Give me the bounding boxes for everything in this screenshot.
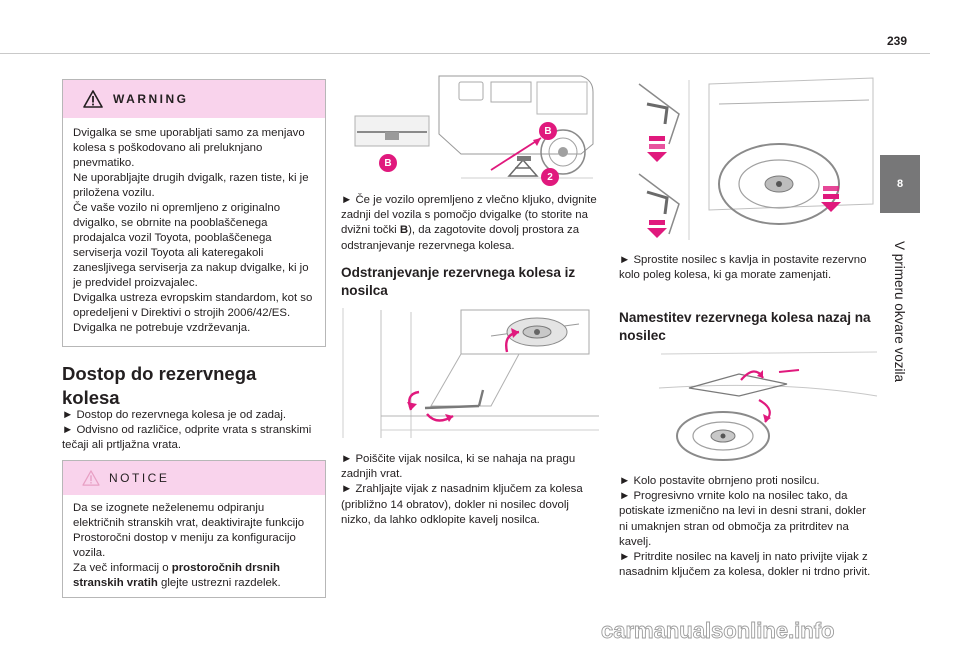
header-divider: [0, 53, 930, 54]
reinstall-steps: ► Kolo postavite obrnjeno proti nosilcu.…: [619, 474, 877, 580]
tow-hook-prefix: ► Če je vozilo opremljeno z vlečno kljuk…: [341, 194, 597, 237]
page-number: 239: [886, 34, 908, 48]
notice-line: Da se izognete neželenemu odpiranju elek…: [73, 502, 305, 559]
figure-reinstall-wheel: [659, 350, 879, 466]
unhook-instruction: ► Sprostite nosilec s kavlja in postavit…: [619, 253, 877, 283]
removal-step: ► Poiščite vijak nosilca, ki se nahaja n…: [341, 453, 576, 481]
site-watermark-text: carmanualsonline.info: [601, 618, 835, 643]
access-step: ► Dostop do rezervnega kolesa je od zada…: [62, 409, 287, 421]
warning-triangle-icon: [83, 90, 103, 108]
reinstall-heading: Namestitev rezervnega kolesa nazaj na no…: [619, 310, 871, 343]
site-watermark: carmanualsonline.info: [601, 618, 835, 644]
notice-header: NOTICE: [63, 461, 325, 495]
warning-line: Če vaše vozilo ni opremljeno z originaln…: [73, 202, 309, 289]
notice-reference: Za več informacij o prostoročnih drsnih …: [73, 561, 317, 591]
access-step: ► Odvisno od različice, odprite vrata s …: [62, 424, 312, 452]
lift-point-marker-b: B: [539, 122, 557, 140]
removal-step: ► Zrahljajte vijak z nasadnim ključem za…: [341, 483, 583, 526]
chapter-title: V primeru okvare vozila: [882, 214, 918, 408]
reinstall-step: ► Progresivno vrnite kolo na nosilec tak…: [619, 490, 866, 548]
removal-heading: Odstranjevanje rezervnega kolesa iz nosi…: [341, 265, 576, 298]
warning-label: WARNING: [113, 92, 189, 106]
reinstall-step: ► Pritrdite nosilec na kavelj in nato pr…: [619, 551, 871, 579]
notice-body: Da se izognete neželenemu odpiranju elek…: [63, 495, 325, 591]
notice-box: NOTICE Da se izognete neželenemu odpiran…: [62, 460, 326, 598]
warning-line: Dvigalka ne potrebuje vzdrževanja.: [73, 322, 251, 334]
tow-hook-text: ► Če je vozilo opremljeno z vlečno kljuk…: [341, 193, 599, 254]
caution-triangle-icon: [82, 470, 100, 486]
figure-unhook-carrier: [619, 74, 879, 246]
notice-ref-suffix: glejte ustrezni razdelek.: [157, 577, 281, 589]
tow-hook-instruction: ► Če je vozilo opremljeno z vlečno kljuk…: [341, 193, 599, 254]
notice-label: NOTICE: [109, 471, 170, 485]
notice-ref-prefix: Za več informacij o: [73, 562, 172, 574]
figure-jack-lifting: B B 2: [341, 74, 599, 188]
chapter-title-text: V primeru okvare vozila: [892, 240, 908, 382]
warning-body: Dvigalka se sme uporabljati samo za menj…: [63, 118, 325, 336]
warning-line: Ne uporabljajte drugih dvigalk, razen ti…: [73, 172, 309, 199]
warning-box: WARNING Dvigalka se sme uporabljati samo…: [62, 79, 326, 347]
access-heading: Dostop do rezervnega kolesa: [62, 363, 257, 408]
warning-header: WARNING: [63, 80, 325, 118]
notice-ref-link[interactable]: prostoročnih drsnih stranskih vratih: [73, 562, 280, 589]
figure-carrier-bolt: [341, 306, 599, 440]
tow-hook-suffix: ), da zagotovite dovolj prostora za odst…: [341, 224, 580, 252]
reinstall-step: ► Kolo postavite obrnjeno proti nosilcu.: [619, 475, 820, 487]
access-steps: ► Dostop do rezervnega kolesa je od zada…: [62, 408, 324, 454]
warning-line: Dvigalka se sme uporabljati samo za menj…: [73, 127, 305, 169]
warning-line: Dvigalka ustreza evropskim standardom, k…: [73, 292, 313, 319]
chapter-number-tab[interactable]: 8: [880, 155, 920, 213]
removal-steps: ► Poiščite vijak nosilca, ki se nahaja n…: [341, 452, 599, 528]
unhook-step: ► Sprostite nosilec s kavlja in postavit…: [619, 254, 867, 282]
tow-hook-point: B: [399, 224, 409, 237]
lift-point-marker-b-inset: B: [379, 154, 397, 172]
step-marker-2: 2: [541, 168, 559, 186]
